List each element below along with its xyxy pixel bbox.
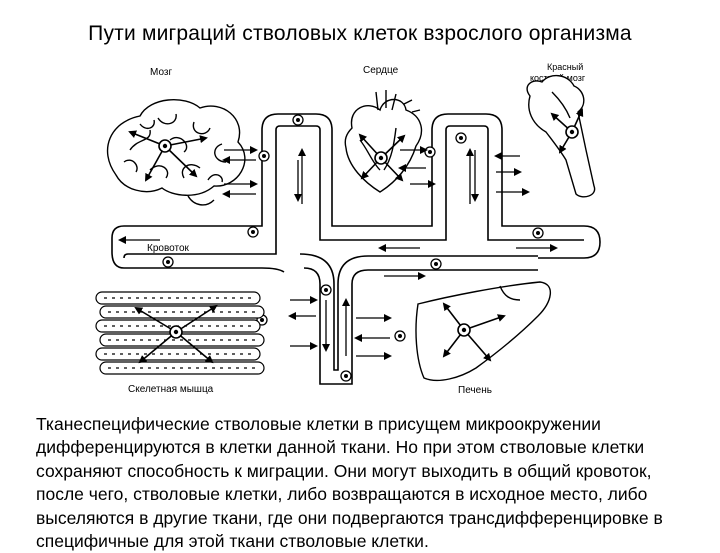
circulating-cell xyxy=(292,114,304,126)
circulating-stem-cells xyxy=(162,114,544,382)
caption-line: после чего, стволовые клетки, либо возвр… xyxy=(36,484,648,505)
stem-cell-migration-diagram: Мозг Сердце Красный костный мозг Кровото… xyxy=(95,62,601,396)
heart-illustration xyxy=(344,90,423,193)
circulating-cell xyxy=(258,150,270,162)
brain-illustration xyxy=(106,99,246,206)
bloodstream-label: Кровоток xyxy=(147,243,190,254)
bloodstream-tube xyxy=(111,113,601,385)
flow-arrows xyxy=(118,146,558,360)
marrow-bone-illustration xyxy=(526,75,596,198)
circulating-cell xyxy=(340,370,352,382)
liver-stem-cell xyxy=(442,302,506,362)
caption-line: сохраняют способность к миграции. Они мо… xyxy=(36,460,652,481)
circulating-cell xyxy=(424,146,436,158)
marrow-stem-cell xyxy=(550,108,584,154)
circulating-cell xyxy=(430,258,442,270)
heart-label: Сердце xyxy=(363,65,399,76)
caption-line: дифференцируются в клетки данной ткани. … xyxy=(36,437,645,458)
circulating-cell xyxy=(455,132,467,144)
liver-illustration xyxy=(415,281,551,382)
muscle-label: Скелетная мышца xyxy=(128,384,214,395)
brain-label: Мозг xyxy=(150,67,172,78)
heart-stem-cell xyxy=(358,133,406,182)
circulating-cell xyxy=(532,227,544,239)
circulating-cell xyxy=(247,226,259,238)
circulating-cell xyxy=(162,256,174,268)
circulating-cell xyxy=(320,284,332,296)
caption-text: Тканеспецифические стволовые клетки в пр… xyxy=(36,413,696,553)
liver-label: Печень xyxy=(458,385,492,396)
brain-stem-cell xyxy=(128,130,208,182)
page-title: Пути миграций стволовых клеток взрослого… xyxy=(88,22,632,45)
caption-line: Тканеспецифические стволовые клетки в пр… xyxy=(36,414,601,434)
marrow-label-line1: Красный xyxy=(547,62,583,72)
caption-line: выселяются в другие ткани, где они подве… xyxy=(36,507,663,528)
circulating-cell xyxy=(394,330,406,342)
muscle-stem-cell xyxy=(134,304,218,364)
caption-line: специфичные для этой ткани стволовые кле… xyxy=(36,531,429,552)
